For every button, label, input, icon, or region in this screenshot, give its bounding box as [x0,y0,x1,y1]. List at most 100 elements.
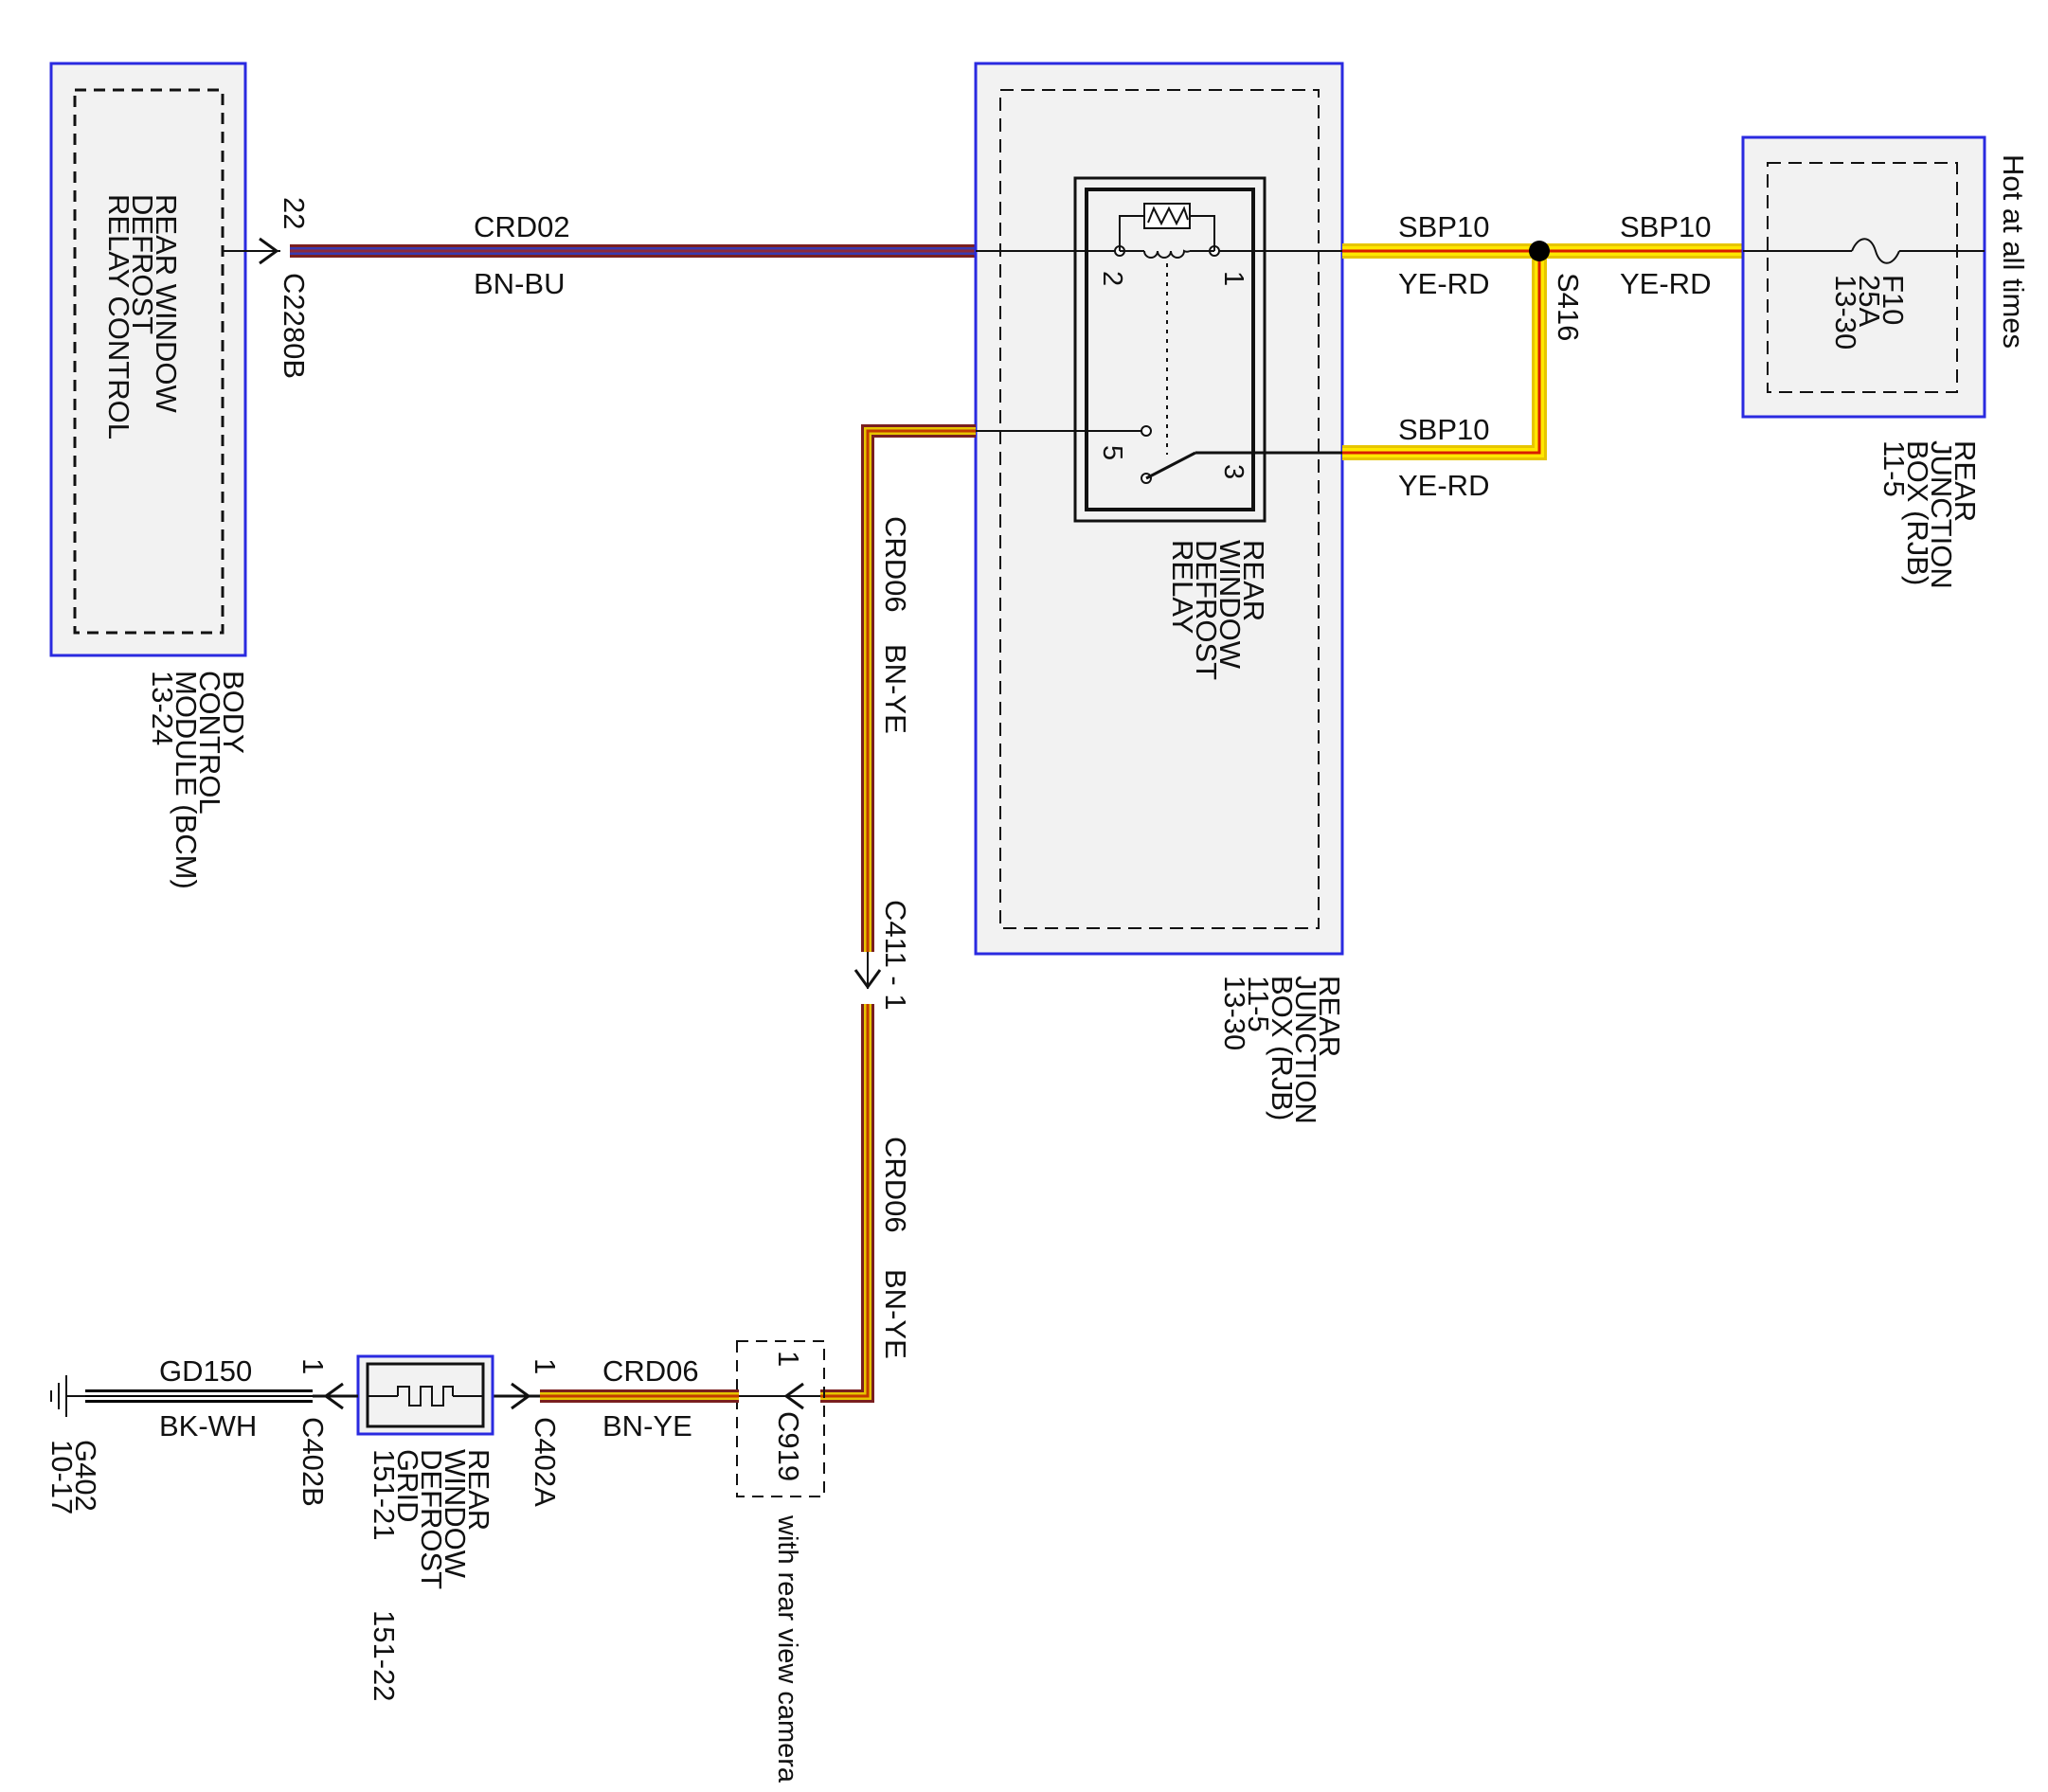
relay-coil-icon [1119,215,1215,259]
connector-c402b: 1 C402B [296,1358,358,1507]
ground-g402: G402 10-17 [45,1375,102,1514]
relay-switch-arm [1145,451,1196,480]
gd150-circuit: GD150 [159,1354,252,1388]
connector-c411: C411 - 1 [853,900,912,1011]
crd06-lower-color: BN-YE [879,1269,912,1359]
fuse-icon [1851,238,1900,264]
rjb-main-label-line-5: 13-30 [1218,976,1251,1050]
rjb-fuse-module: F10 25A 13-30 REAR JUNCTION BOX (RJB) 11… [1741,135,1986,589]
grid-label-line-3: DEFROST [415,1449,448,1589]
rjb-fuse-inner-box [1767,162,1958,393]
bcm-label-line-3: MODULE (BCM) [170,671,203,889]
crd06-bottom-circuit: CRD06 [602,1354,699,1388]
c919-pin: 1 [772,1351,805,1367]
heater-grid-icon [397,1386,454,1407]
s416-label: S416 [1552,273,1585,341]
wire-crd06-lower: CRD06 BN-YE [820,1004,912,1403]
gd150-color: BK-WH [159,1409,257,1443]
connector-arrow-icon [783,1382,804,1410]
defrost-relay: 2 1 5 3 REAR WINDOW DEFROST RELAY [976,176,1342,680]
rjb-fuse-label-line-1: REAR [1949,440,1982,522]
rjb-main-label-line-2: JUNCTION [1289,976,1322,1124]
connector-arrow-icon [511,1382,531,1410]
hot-at-all-times-label: Hot at all times [1997,154,2030,349]
crd06-bottom-color: BN-YE [602,1409,692,1443]
c402b-pin: 1 [296,1358,330,1374]
c2280b-name: C2280B [278,273,311,379]
bcm-label-line-4: 13-24 [146,671,179,745]
c919-name: C919 [772,1411,805,1481]
relay-pin-5-dot [1141,425,1152,437]
fuse-label-line-3: 13-30 [1829,275,1862,349]
relay-pin-3-label: 3 [1218,464,1249,479]
connector-c402a: 1 C402A [493,1358,562,1507]
crd06-upper-color: BN-YE [879,644,912,734]
sbp10-left-circuit: SBP10 [1398,210,1490,243]
grid-ref-2: 151-22 [368,1610,401,1702]
relay-pin-2-label: 2 [1097,271,1127,286]
rjb-fuse-box [1741,135,1986,419]
bcm-inner-box [73,88,225,635]
connector-arrow-icon [853,969,882,990]
relay-label-line-4: RELAY [1166,540,1199,634]
bcm-function-line-1: REAR WINDOW [150,194,183,414]
relay-resistor-icon [1143,203,1191,229]
crd02-color-label: BN-BU [474,267,565,300]
crd06-lower-circuit: CRD06 [879,1137,912,1233]
connector-c919: 1 C919 with rear view camera [736,1340,825,1783]
g402-label-line-2: 10-17 [45,1440,79,1514]
c919-dashed-box [736,1340,825,1497]
relay-label-line-3: DEFROST [1190,540,1223,680]
fuse-label-line-1: F10 [1877,275,1910,325]
relay-pin-1-label: 1 [1218,271,1249,286]
connector-arrow-icon [259,237,279,265]
sbp10-left-color: YE-RD [1398,267,1489,300]
g402-label-line-1: G402 [69,1440,102,1512]
rjb-main-label-line-3: BOX (RJB) [1266,976,1299,1120]
fuse-label-line-2: 25A [1853,275,1886,327]
relay-label-line-2: WINDOW [1213,540,1247,670]
sbp10-lower-circuit: SBP10 [1398,413,1490,446]
c402a-pin: 1 [529,1358,562,1374]
bcm-label-line-1: BODY [217,671,250,754]
connector-c2280b: 22 C2280B [223,197,311,379]
grid-label-line-2: WINDOW [439,1449,472,1579]
grid-ref-1: 151-21 [368,1449,401,1541]
c402a-name: C402A [529,1417,562,1507]
rjb-main-inner-box [999,89,1320,929]
grid-label-line-1: REAR [462,1449,495,1531]
sbp10-lower-color: YE-RD [1398,469,1489,502]
c2280b-pin: 22 [278,197,311,229]
c402b-name: C402B [296,1417,330,1507]
splice-dot [1529,241,1550,261]
rjb-fuse-label-line-4: 11-5 [1877,440,1911,497]
bcm-label-line-2: CONTROL [193,671,226,815]
relay-inner-box [1085,188,1255,511]
bcm-box [49,62,247,657]
c411-label: C411 - 1 [879,900,912,1011]
rjb-main-label-line-1: REAR [1313,976,1346,1057]
bcm-function-line-3: RELAY CONTROL [102,194,135,439]
defrost-grid: REAR WINDOW DEFROST GRID 151-21 151-22 [356,1354,495,1702]
grid-label-line-4: GRID [391,1449,424,1523]
splice-s416: S416 [1529,241,1585,341]
wire-crd06-bottom: CRD06 BN-YE [540,1354,784,1443]
bcm-function-line-2: DEFROST [126,194,159,334]
ground-icon [50,1375,85,1417]
wire-crd06-upper: CRD06 BN-YE [861,424,976,952]
relay-outer-box [1073,176,1267,523]
rjb-fuse-label-line-3: BOX (RJB) [1901,440,1934,585]
crd02-circuit-label: CRD02 [474,210,570,243]
rjb-fuse-label-line-2: JUNCTION [1925,440,1958,589]
rjb-main-label-line-4: 11-5 [1242,976,1275,1032]
wire-crd02: CRD02 BN-BU [290,210,976,300]
relay-pin-5-label: 5 [1097,445,1127,460]
relay-label-line-1: REAR [1237,540,1270,621]
sbp10-right-color: YE-RD [1620,267,1711,300]
connector-arrow-icon [323,1382,344,1410]
c919-note: with rear view camera [772,1514,802,1783]
sbp10-right-circuit: SBP10 [1620,210,1712,243]
wire-sbp10-lower: SBP10 YE-RD [1342,251,1547,502]
bcm-module: REAR WINDOW DEFROST RELAY CONTROL BODY C… [49,62,250,889]
